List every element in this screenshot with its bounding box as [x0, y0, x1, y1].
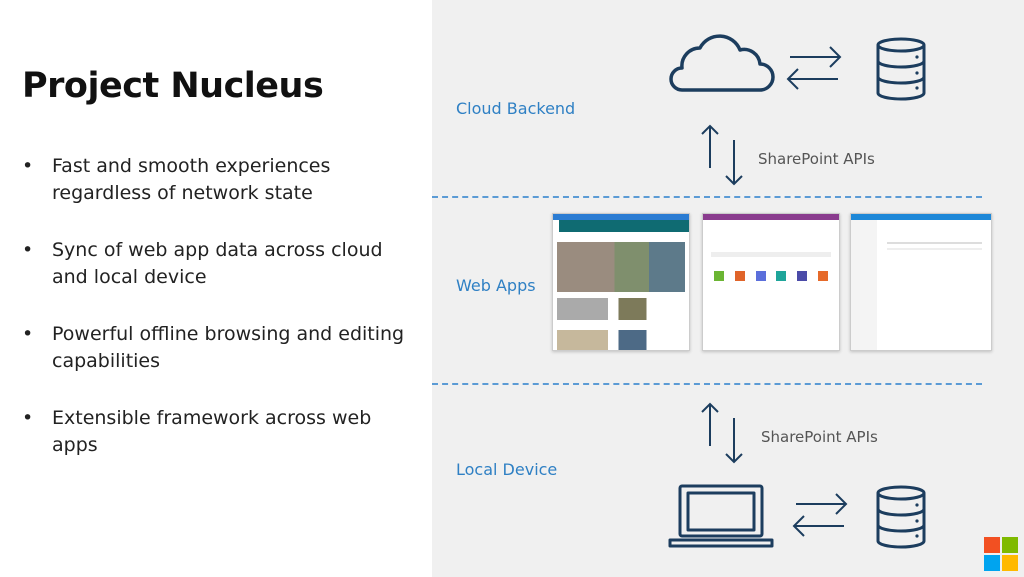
slide-title: Project Nucleus: [22, 66, 324, 106]
divider: [432, 383, 982, 385]
bullet-item: Fast and smooth experiences regardless o…: [22, 153, 422, 207]
layer-label-local: Local Device: [456, 460, 558, 479]
webapp-thumbnail-files: [850, 213, 992, 351]
sync-arrows-icon: [786, 46, 842, 90]
bullet-list: Fast and smooth experiences regardless o…: [22, 153, 422, 489]
divider: [432, 196, 982, 198]
webapp-thumbnail-apps: [702, 213, 840, 351]
vertical-sync-arrows-icon: [701, 402, 743, 464]
bullet-item: Powerful offline browsing and editing ca…: [22, 321, 422, 375]
database-icon: [876, 485, 926, 549]
bullet-item: Extensible framework across web apps: [22, 405, 422, 459]
api-label-top: SharePoint APIs: [758, 150, 875, 168]
diagram-panel: Cloud Backend Web Apps Local Device Shar…: [432, 0, 1024, 577]
layer-label-webapps: Web Apps: [456, 276, 536, 295]
layer-label-cloud: Cloud Backend: [456, 99, 576, 118]
sync-arrows-icon: [792, 493, 848, 537]
api-label-bottom: SharePoint APIs: [761, 428, 878, 446]
cloud-icon: [669, 34, 775, 92]
bullet-item: Sync of web app data across cloud and lo…: [22, 237, 422, 291]
webapp-thumbnail-news: [552, 213, 690, 351]
vertical-sync-arrows-icon: [701, 124, 743, 186]
database-icon: [876, 37, 926, 101]
laptop-icon: [668, 484, 774, 548]
text-panel: Project Nucleus Fast and smooth experien…: [0, 0, 432, 577]
microsoft-logo: [984, 537, 1018, 571]
